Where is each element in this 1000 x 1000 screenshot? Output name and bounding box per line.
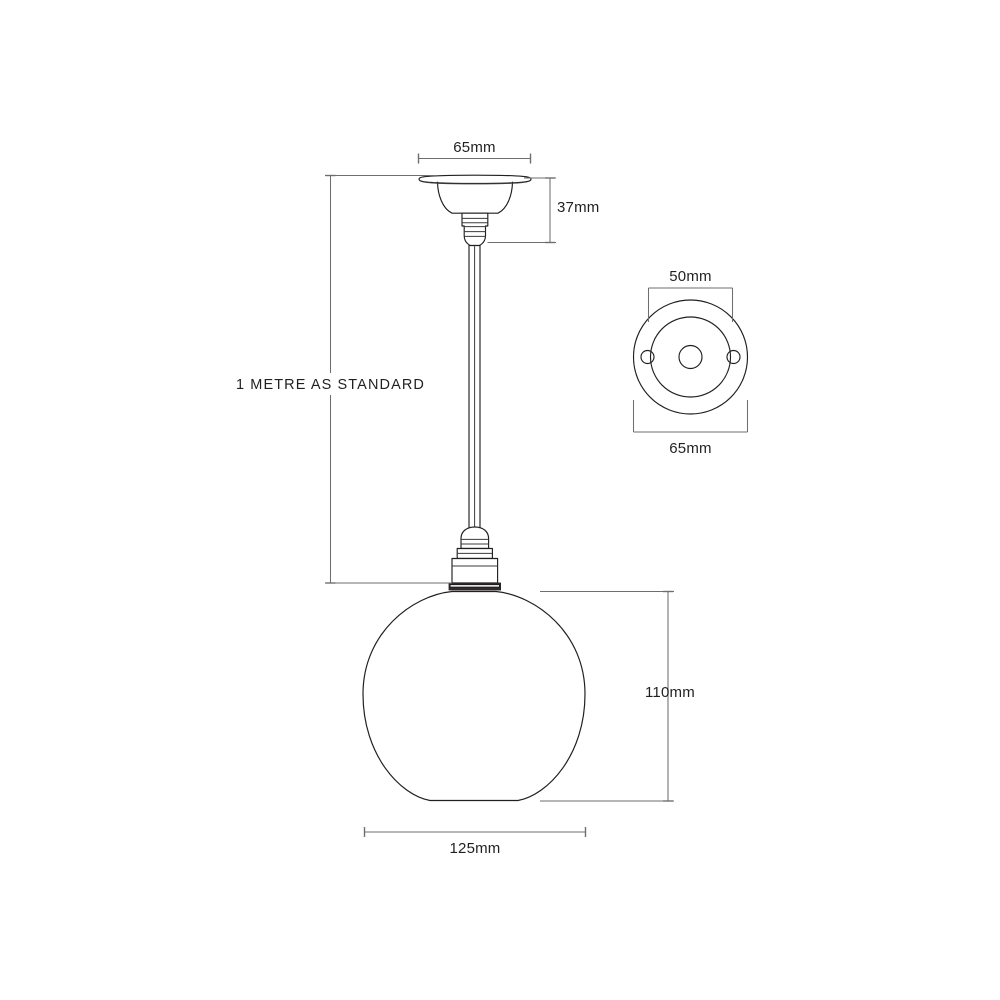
- lampholder-shade-ring: [451, 557, 499, 584]
- ceiling-rose-bowl: [436, 181, 514, 214]
- upper-cord-grip: [461, 212, 489, 248]
- plate-outer-circle: [632, 299, 749, 415]
- plate-inner-circle: [649, 316, 732, 398]
- dimension-shade-height: 110mm: [540, 590, 695, 802]
- rose-height-label: 37mm: [557, 199, 599, 216]
- shade-height-label: 110mm: [645, 684, 695, 701]
- ceiling-rose-disc: [418, 174, 532, 185]
- shade-width-label: 125mm: [449, 840, 500, 857]
- lampholder: [448, 526, 501, 591]
- front-elevation-view: [362, 174, 586, 802]
- ceiling-rose: [418, 174, 532, 214]
- plate-screw-hole-left: [640, 349, 655, 365]
- ceiling-rose-plan-view: [632, 299, 749, 415]
- plate-screw-hole-right: [726, 349, 741, 365]
- dimension-shade-width: 125mm: [363, 827, 587, 857]
- plate-inner-label: 50mm: [669, 268, 711, 285]
- dimension-plate-outer: 65mm: [632, 400, 749, 457]
- lampholder-upper-cone: [460, 526, 490, 550]
- globe-shade: [362, 590, 586, 802]
- dimension-plate-inner: 50mm: [647, 268, 734, 322]
- plate-outer-label: 65mm: [669, 440, 711, 457]
- rose-width-label: 65mm: [453, 139, 495, 156]
- ceiling-rose-rim: [422, 181, 528, 185]
- lampholder-gasket-lip: [449, 584, 501, 588]
- drop-length-label: 1 METRE AS STANDARD: [236, 377, 425, 393]
- suspension-cord: [468, 244, 481, 532]
- dimension-drop-length: 1 METRE AS STANDARD: [236, 174, 452, 584]
- dimension-rose-height: 37mm: [487, 177, 599, 244]
- plate-center-hole: [678, 344, 703, 370]
- dimension-rose-width: 65mm: [417, 139, 532, 164]
